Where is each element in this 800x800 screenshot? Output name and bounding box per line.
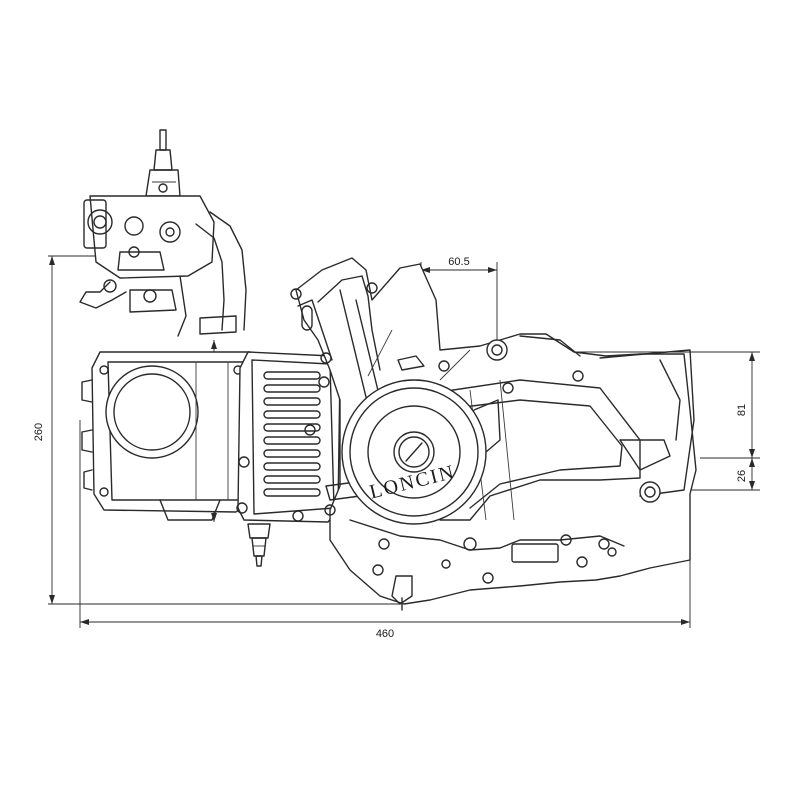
dim-26-label: 26	[736, 470, 748, 482]
cooling-fin-slot	[263, 436, 321, 445]
cooling-fin-slot	[263, 384, 321, 393]
cylinder-fins	[236, 351, 341, 567]
cooling-fin-slot	[263, 371, 321, 380]
cooling-fin-slot	[263, 449, 321, 458]
cooling-fin-slot	[263, 410, 321, 419]
cooling-fin-slot	[263, 475, 321, 484]
cylinder-head	[81, 351, 253, 521]
cooling-fin-slot	[263, 488, 321, 497]
stator-cover	[341, 329, 501, 525]
carburetor	[79, 129, 247, 337]
dim-60-5-label: 60.5	[448, 256, 469, 268]
dim-260-label: 260	[33, 423, 45, 441]
cooling-fin-slot	[263, 397, 321, 406]
cooling-fin-slot	[263, 462, 321, 471]
cooling-fin-slot	[263, 423, 321, 432]
dim-81-label: 81	[736, 404, 748, 416]
dim-460-label: 460	[376, 628, 394, 640]
